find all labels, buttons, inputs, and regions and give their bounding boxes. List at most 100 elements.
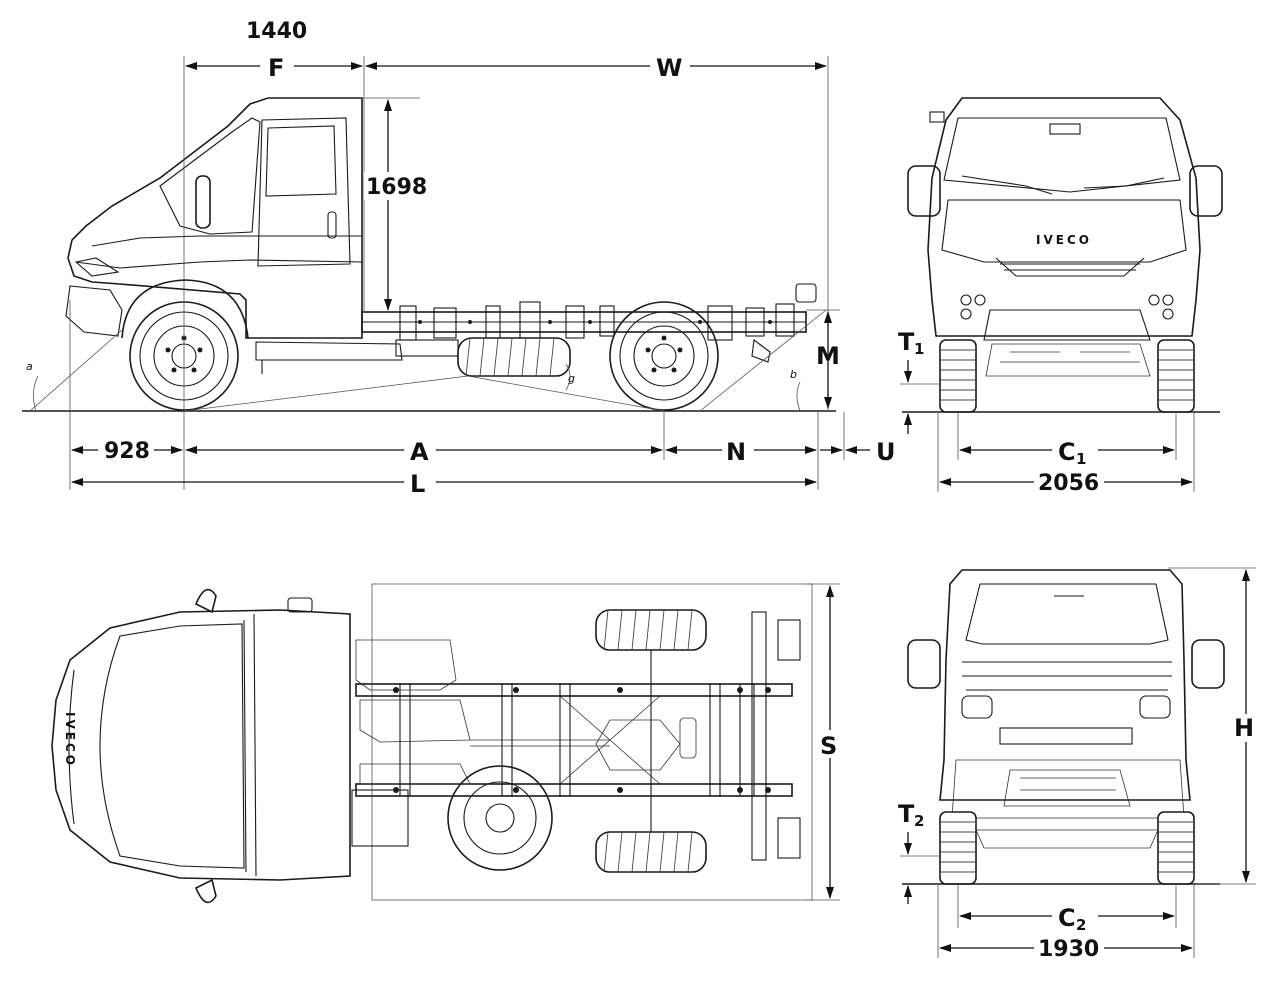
top-spare-wheel: [447, 765, 553, 871]
top-mirror-right: [194, 878, 217, 904]
cab-door: [257, 117, 351, 267]
top-air-tank: [679, 717, 697, 759]
front-mirror-right: [1189, 165, 1223, 217]
rear-panel-lines: [962, 661, 1172, 691]
dim-2056-label: 2056: [1038, 471, 1099, 496]
dim-T2-sub: 2: [914, 812, 924, 830]
front-bull-bar: [983, 309, 1151, 341]
top-rail-upper: [355, 683, 793, 697]
top-rear-tire-right: [595, 831, 707, 873]
top-cab-outline: [51, 609, 351, 881]
rear-light-left: [961, 695, 993, 719]
dim-N-label: N: [726, 438, 746, 466]
rear-step: [999, 727, 1133, 745]
dim-T1-sub: 1: [914, 340, 924, 358]
front-wheel-arch: [121, 279, 249, 339]
rear-tire-left: [939, 811, 977, 885]
dim-C2-label: C: [1058, 904, 1076, 932]
top-roof-edge: [243, 613, 257, 877]
rear-tire-right: [1157, 811, 1195, 885]
headlight: [74, 257, 120, 277]
rear-chassis-assembly: [951, 759, 1185, 819]
rear-cab-outline: [939, 569, 1191, 801]
front-windshield: [943, 117, 1181, 193]
front-iveco-badge: IVECO: [1036, 233, 1092, 247]
dim-C1-sub: 1: [1076, 450, 1086, 468]
side-view-dimensions: 1440 F W 1698 M 928 A N U L: [71, 19, 896, 498]
rear-view-dimensions: H T 2 C 2 1930: [898, 567, 1260, 962]
top-rear-differential: [595, 719, 681, 771]
rear-wheel: [609, 301, 719, 411]
top-bolts: [393, 687, 771, 793]
front-bumper: [65, 285, 123, 337]
wiper-right: [1083, 177, 1165, 189]
front-view-dimensions: T 1 C 1 2056: [898, 328, 1195, 496]
top-mirror-left: [194, 588, 217, 614]
rear-view-mirror: [1049, 123, 1081, 135]
top-windshield: [99, 623, 245, 869]
departure-angle-line: [699, 309, 827, 412]
side-view: a b g: [22, 56, 845, 490]
rear-mirror-right: [1191, 639, 1225, 689]
door-window: [265, 125, 337, 197]
rear-light-right: [1139, 695, 1171, 719]
angle-g-label: g: [568, 372, 575, 385]
dim-1440: 1440: [246, 19, 307, 44]
dim-H-label: H: [1234, 714, 1254, 742]
dim-A-label: A: [410, 438, 429, 466]
grille-lower: [995, 257, 1145, 277]
rear-window: [965, 583, 1169, 645]
top-rear-tire-left: [595, 609, 707, 651]
top-driveshaft: [470, 739, 610, 747]
front-view: IVECO: [902, 97, 1223, 413]
top-iveco-badge: IVECO: [63, 712, 77, 768]
top-roof-antenna: [287, 597, 313, 613]
front-mirror-left: [907, 165, 941, 217]
dim-L-label: L: [410, 470, 425, 498]
dim-C2-sub: 2: [1076, 916, 1086, 934]
rear-view: [902, 569, 1225, 885]
dim-1930-label: 1930: [1038, 937, 1099, 962]
top-engine: [355, 639, 457, 691]
angle-b-label: b: [790, 368, 797, 381]
top-frame-envelope: [371, 583, 813, 901]
side-mirror: [195, 175, 211, 229]
top-fuel-area: [359, 763, 471, 785]
top-hood-line: [68, 669, 75, 825]
dim-F-label: F: [268, 54, 284, 82]
cab-beltline: [75, 259, 363, 269]
top-x-brace: [559, 695, 661, 785]
dim-W-label: W: [656, 54, 682, 82]
dim-1698-label: 1698: [366, 175, 427, 200]
dim-U-label: U: [876, 438, 896, 466]
top-view-dimensions: S: [806, 583, 844, 901]
approach-angle-arc: [33, 375, 39, 412]
dim-S-label: S: [820, 732, 837, 760]
spare-tire-side: [457, 337, 571, 377]
top-gearbox: [359, 699, 471, 743]
breakover-angle-arc: [565, 363, 571, 391]
cab-body: [67, 97, 363, 339]
dim-C1-label: C: [1058, 438, 1076, 466]
front-grille-panel: [941, 199, 1187, 263]
top-battery-box: [351, 789, 409, 847]
dim-928-label: 928: [104, 439, 150, 464]
departure-angle-arc: [796, 381, 801, 412]
door-handle: [327, 211, 337, 239]
front-axle-assembly: [985, 343, 1151, 377]
top-crossmembers: [399, 611, 801, 861]
angle-a-label: a: [26, 360, 33, 373]
fuel-tank: [255, 341, 403, 361]
top-view: IVECO: [51, 583, 813, 904]
front-tire-left: [939, 339, 977, 413]
dim-M-label: M: [816, 342, 840, 370]
top-rail-lower: [355, 783, 793, 797]
antenna-mirror-left: [929, 111, 945, 123]
tow-hitch: [751, 338, 771, 363]
grille-slats: [1000, 263, 1140, 271]
front-tire-right: [1157, 339, 1195, 413]
cab-crease: [91, 235, 362, 247]
rear-mirror-left: [907, 639, 941, 689]
front-cab-outline: [927, 97, 1201, 337]
